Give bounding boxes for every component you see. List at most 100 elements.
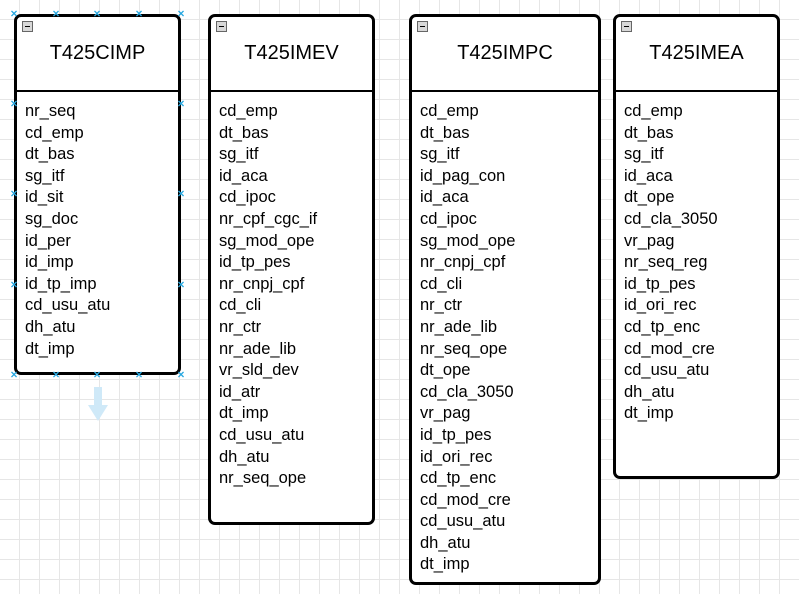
- field: dt_ope: [420, 361, 471, 380]
- resize-handle-icon[interactable]: ×: [52, 6, 60, 21]
- field: cd_usu_atu: [624, 361, 710, 380]
- field: id_tp_pes: [420, 425, 492, 444]
- field: cd_usu_atu: [25, 296, 111, 315]
- entity-title: T425IMEV: [211, 17, 372, 92]
- resize-handle-icon[interactable]: ×: [10, 96, 18, 111]
- field: sg_mod_ope: [219, 231, 315, 250]
- resize-handle-icon[interactable]: ×: [10, 367, 18, 382]
- field: cd_cli: [219, 296, 262, 315]
- connect-arrow-down-icon[interactable]: [88, 387, 108, 423]
- field: cd_ipoc: [420, 209, 477, 228]
- field: dt_imp: [624, 404, 674, 423]
- field: vr_pag: [420, 404, 471, 423]
- field: sg_mod_ope: [420, 231, 516, 250]
- field: dt_ope: [624, 188, 675, 207]
- field: dh_atu: [25, 317, 76, 336]
- entity-t425imev[interactable]: T425IMEV cd_emp dt_bas sg_itf id_aca cd_…: [208, 14, 375, 525]
- resize-handle-icon[interactable]: ×: [177, 277, 185, 292]
- resize-handle-icon[interactable]: ×: [93, 367, 101, 382]
- field: sg_itf: [420, 145, 460, 164]
- collapse-minus-icon[interactable]: [22, 21, 33, 32]
- resize-handle-icon[interactable]: ×: [177, 96, 185, 111]
- field: dt_imp: [420, 555, 470, 574]
- field: nr_cnpj_cpf: [219, 274, 305, 293]
- entity-title: T425CIMP: [17, 17, 178, 92]
- field: cd_usu_atu: [420, 512, 506, 531]
- field: cd_tp_enc: [420, 469, 497, 488]
- entity-title: T425IMEA: [616, 17, 777, 92]
- field-list: nr_seq cd_emp dt_bas sg_itf id_sit sg_do…: [25, 101, 110, 360]
- field: nr_seq_reg: [624, 253, 708, 272]
- field: id_tp_pes: [219, 253, 291, 272]
- resize-handle-icon[interactable]: ×: [135, 6, 143, 21]
- field-list: cd_emp dt_bas sg_itf id_aca dt_ope cd_cl…: [624, 101, 718, 425]
- resize-handle-icon[interactable]: ×: [135, 367, 143, 382]
- field: dh_atu: [624, 382, 675, 401]
- resize-handle-icon[interactable]: ×: [10, 277, 18, 292]
- field: nr_ade_lib: [219, 339, 297, 358]
- field: id_imp: [25, 253, 74, 272]
- field: cd_tp_enc: [624, 317, 701, 336]
- field: nr_cpf_cgc_if: [219, 209, 318, 228]
- field: vr_sld_dev: [219, 361, 299, 380]
- field: sg_doc: [25, 209, 79, 228]
- field: sg_itf: [25, 166, 65, 185]
- field: cd_cla_3050: [624, 209, 718, 228]
- field: dt_bas: [420, 123, 470, 142]
- field: nr_seq_ope: [219, 469, 307, 488]
- field: cd_cla_3050: [420, 382, 514, 401]
- entity-t425cimp[interactable]: T425CIMP nr_seq cd_emp dt_bas sg_itf id_…: [14, 14, 181, 375]
- field: dt_bas: [219, 123, 269, 142]
- field: id_atr: [219, 382, 261, 401]
- field: nr_seq: [25, 102, 76, 120]
- field: nr_ctr: [420, 296, 463, 315]
- field: id_sit: [25, 188, 64, 207]
- collapse-minus-icon[interactable]: [216, 21, 227, 32]
- field: cd_emp: [25, 123, 84, 142]
- field: nr_cnpj_cpf: [420, 253, 506, 272]
- field-list: cd_emp dt_bas sg_itf id_aca cd_ipoc nr_c…: [219, 101, 317, 490]
- field: cd_usu_atu: [219, 425, 305, 444]
- field: nr_seq_ope: [420, 339, 508, 358]
- field: vr_pag: [624, 231, 675, 250]
- field: dt_bas: [25, 145, 75, 164]
- resize-handle-icon[interactable]: ×: [93, 6, 101, 21]
- field: id_tp_imp: [25, 274, 97, 293]
- field: cd_mod_cre: [624, 339, 715, 358]
- field: cd_emp: [624, 102, 683, 120]
- resize-handle-icon[interactable]: ×: [10, 186, 18, 201]
- entity-t425impc[interactable]: T425IMPC cd_emp dt_bas sg_itf id_pag_con…: [409, 14, 601, 585]
- field: dh_atu: [219, 447, 270, 466]
- entity-title: T425IMPC: [412, 17, 598, 92]
- field: cd_ipoc: [219, 188, 276, 207]
- field: sg_itf: [219, 145, 259, 164]
- field: id_aca: [219, 166, 268, 185]
- field: id_tp_pes: [624, 274, 696, 293]
- field: nr_ctr: [219, 317, 262, 336]
- field: cd_emp: [219, 102, 278, 120]
- field: cd_cli: [420, 274, 463, 293]
- field: dt_imp: [219, 404, 269, 423]
- entity-t425imea[interactable]: T425IMEA cd_emp dt_bas sg_itf id_aca dt_…: [613, 14, 780, 479]
- field: dh_atu: [420, 533, 471, 552]
- field: dt_bas: [624, 123, 674, 142]
- field: id_ori_rec: [420, 447, 493, 466]
- resize-handle-icon[interactable]: ×: [10, 6, 18, 21]
- field: id_ori_rec: [624, 296, 697, 315]
- field: nr_ade_lib: [420, 317, 498, 336]
- collapse-minus-icon[interactable]: [417, 21, 428, 32]
- resize-handle-icon[interactable]: ×: [177, 186, 185, 201]
- field-list: cd_emp dt_bas sg_itf id_pag_con id_aca c…: [420, 101, 515, 576]
- field: id_aca: [420, 188, 469, 207]
- resize-handle-icon[interactable]: ×: [52, 367, 60, 382]
- field: id_per: [25, 231, 71, 250]
- resize-handle-icon[interactable]: ×: [177, 6, 185, 21]
- field: id_pag_con: [420, 166, 506, 185]
- collapse-minus-icon[interactable]: [621, 21, 632, 32]
- resize-handle-icon[interactable]: ×: [177, 367, 185, 382]
- field: dt_imp: [25, 339, 75, 358]
- field: cd_emp: [420, 102, 479, 120]
- field: sg_itf: [624, 145, 664, 164]
- field: cd_mod_cre: [420, 490, 511, 509]
- field: id_aca: [624, 166, 673, 185]
